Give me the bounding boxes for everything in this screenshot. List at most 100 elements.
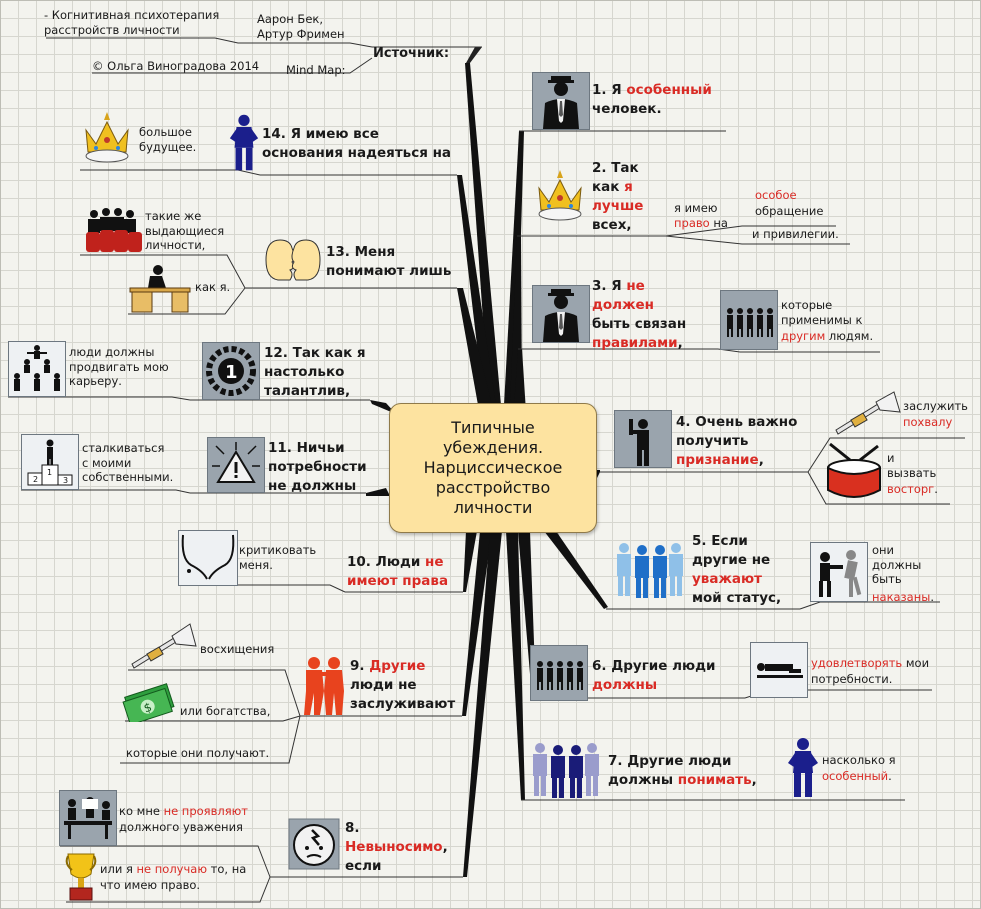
branch-8-sub2b: что имею право. [100,878,201,892]
branch-4-line1: 4. Очень важно [676,414,798,430]
warning-sign-icon [207,437,265,493]
branch-5-line3: уважают [692,571,762,587]
angry-clock-icon [288,818,340,874]
branch-13-text: 13. Меня понимают лишь [326,244,452,279]
fight-icon [810,542,868,602]
branch-7-sub1b: особенный. [822,769,892,783]
branch-13-sub1: такие же выдающиеся личности, [145,209,225,252]
branch-14-sub1: большое будущее. [139,125,197,154]
businessman-icon [532,285,590,343]
source-mindmap: Mind Map: [286,63,346,77]
branch-3-line3: быть связан [592,316,687,332]
branch-6-line2: должны [592,677,658,693]
svg-text:2: 2 [33,475,38,484]
source-book: - Когнитивная психотерапия расстройств л… [44,8,220,37]
branch-1-line1: 1. Я особенный [592,82,712,98]
branch-2-line3: лучше [592,198,644,214]
branch-7-sub1a: насколько я [822,753,896,767]
branch-4-line2: получить [676,433,749,449]
businessman-icon [532,72,590,130]
branch-3-line4: правилами, [592,335,683,351]
two-heads-icon [262,238,324,288]
branch-5-sub1b: наказаны. [872,590,934,604]
branch-9-line3: заслуживают [350,696,456,712]
branch-8-line3: если [345,858,382,874]
main-branches [366,47,608,877]
branch-3-sub1a: которые применимы к [781,298,863,327]
branch-5-sub1a: они должны быть [872,543,922,586]
branch-7-line1: 7. Другие люди [608,753,732,769]
branch-4-sub2a: и вызвать [887,451,937,480]
branch-9-sub2: или богатства, [180,704,271,718]
branch-8-line2: Невыносимо, [345,839,448,855]
branch-11-text: 11. Ничьи потребности не должны [268,440,367,494]
group-of-people-icon [530,645,588,701]
source-title: Источник: [373,46,450,61]
branch-5-line4: мой статус, [692,590,782,606]
branch-3-line1: 3. Я не [592,278,645,294]
branch-10-line1: 10. Люди не [347,554,444,570]
branch-2-sub2a: особое [755,188,797,202]
branch-9-line1: 9. Другие [350,658,426,674]
branch-2-line2: как я [592,179,633,195]
person-at-desk-icon [128,262,192,318]
branch-2-line4: всех, [592,217,632,233]
money-icon: $ [121,680,177,726]
svg-text:1: 1 [47,468,52,477]
branch-2-sub2b: обращение [755,204,824,218]
branch-2-sub3: и привилегии. [752,227,839,241]
drum-icon [820,442,886,506]
branch-10-line2: имеют права [347,573,449,589]
branch-1-line2: человек. [592,101,662,117]
face-profiles-icon [178,530,238,586]
group-of-people-icon [720,290,778,350]
trumpet-icon [128,622,198,676]
proud-person-icon [228,112,260,178]
speaker-pointing-icon [614,410,672,468]
branch-5-line2: другие не [692,552,771,568]
branch-4-line3: признание, [676,452,764,468]
branch-6-sub1a: удовлетворять мои [811,656,930,670]
branch-12-sub1: люди должны продвигать мою карьеру. [69,345,169,388]
branch-8-sub1a: ко мне не проявляют [119,804,249,818]
branch-13-sub2: как я. [195,280,231,294]
branch-5-line1: 5. Если [692,533,748,549]
arguing-people-icon [302,655,346,721]
branch-4-sub1a: заслужить [903,399,968,413]
source-credit: © Ольга Виноградова 2014 [92,59,260,73]
svg-text:1: 1 [225,362,238,383]
branch-8-sub2a: или я не получаю то, на [100,862,247,876]
source-authors: Аарон Бек, Артур Фримен [257,12,345,41]
branch-11-sub1: сталкиваться с моими собственными. [82,441,174,484]
branch-4-sub1b: похвалу [903,415,953,429]
branch-3-line2: должен [592,297,654,313]
reclining-person-icon [750,642,808,698]
crowd-navy-icon [530,740,606,804]
meeting-icon [59,790,117,846]
branch-14-text: 14. Я имею все основания надеяться на [262,126,452,161]
human-pyramid-icon [8,341,66,397]
branch-8-sub1b: должного уважения [119,820,243,834]
branch-2-sub1b: право на [674,216,728,230]
branch-6-sub1b: потребности. [811,672,893,686]
branch-6-line1: 6. Другие люди [592,658,716,674]
laurel-medal-icon: 1 [202,342,260,400]
svg-text:$: $ [142,700,154,716]
branch-9-sub3: которые они получают. [126,746,270,760]
crown-icon [533,168,587,228]
svg-text:3: 3 [63,476,68,485]
central-topic[interactable]: Типичные убеждения. Нарциссическое расст… [389,403,597,533]
branch-10-sub1: критиковать меня. [239,543,317,572]
branch-9-sub1: восхищения [200,642,275,656]
audience-icon [84,206,144,258]
branch-4-sub2b: восторг. [887,482,938,496]
branch-2-line1: 2. Так [592,160,639,176]
branch-7-line2: должны понимать, [608,772,757,788]
branch-2-sub1a: я имею [674,201,718,215]
trumpet-icon [832,390,902,444]
crowd-blue-icon [614,540,690,604]
trophy-icon [64,850,98,906]
